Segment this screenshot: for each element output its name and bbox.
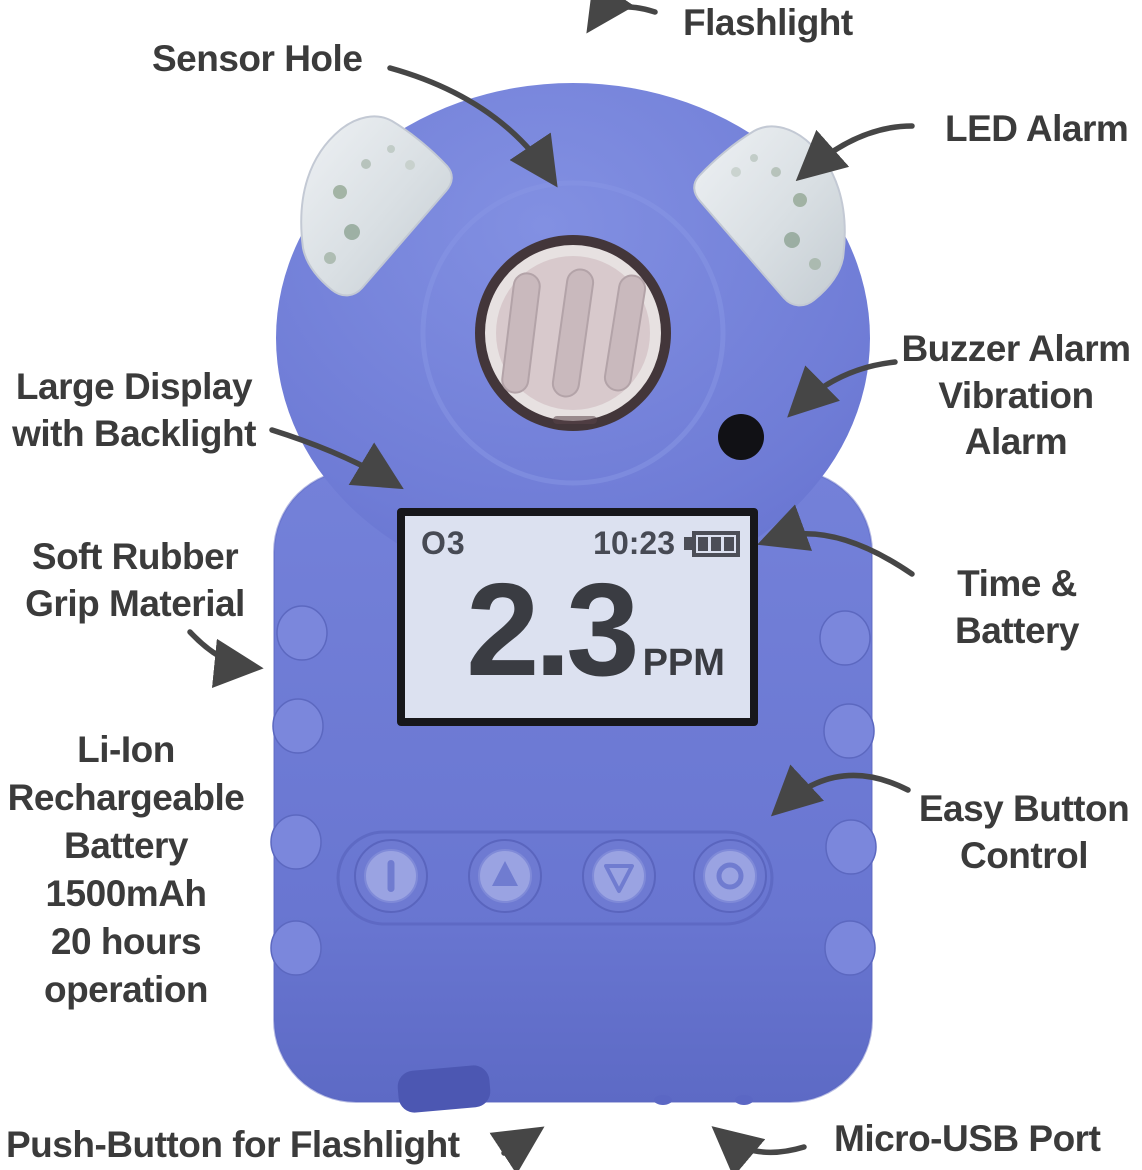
arrow-up-icon (492, 861, 518, 886)
lcd-status-right: 10:23 (593, 525, 740, 562)
arrow-sensor-hole (387, 65, 558, 188)
label-soft-rubber-grip: Soft Rubber Grip Material (25, 536, 245, 624)
annotation-arrows (187, 0, 915, 1170)
sensor-hole-icon (475, 235, 671, 431)
clock-readout: 10:23 (593, 525, 675, 561)
grip-bumps-right (819, 610, 877, 976)
gas-value-readout: 2.3 (466, 556, 639, 703)
button-up (468, 839, 542, 913)
arrow-down-icon (604, 864, 634, 893)
arrow-push-button (489, 1126, 545, 1170)
battery-icon (684, 530, 740, 557)
flashlight-push-tab (397, 1065, 491, 1113)
grip-bumps-left (270, 605, 328, 976)
label-push-button-flashlight: Push-Button for Flashlight (6, 1124, 460, 1165)
button-circle (693, 839, 767, 913)
label-battery-info: Li-Ion Rechargeable Battery 1500mAh 20 h… (7, 729, 245, 1011)
bottom-nub (735, 1095, 753, 1105)
label-time-battery: Time & Battery (955, 563, 1080, 651)
arrow-buzzer (787, 359, 898, 418)
flashlight-lens-left-icon (300, 115, 453, 297)
gas-type-readout: O3 (421, 525, 466, 561)
arrow-soft-rubber (187, 629, 264, 689)
label-micro-usb-port: Micro-USB Port (834, 1118, 1101, 1159)
lcd-status-row: O3 10:23 (421, 525, 740, 562)
label-sensor-hole: Sensor Hole (152, 38, 363, 79)
arrow-flashlight (586, 0, 658, 34)
button-recess (336, 830, 774, 926)
arrow-led-alarm (795, 123, 915, 182)
label-large-display: Large Display with Backlight (12, 366, 256, 454)
arrow-large-display (269, 427, 404, 490)
lcd-display: O3 10:23 2.3 PPM (397, 508, 758, 726)
sensor-bezel-ridge (420, 180, 726, 486)
power-icon (387, 860, 395, 892)
button-down (582, 839, 656, 913)
lcd-reading: 2.3 PPM (423, 564, 768, 696)
circle-icon (716, 862, 744, 890)
arrow-easy-button (770, 764, 911, 817)
arrow-time-battery (757, 504, 915, 577)
label-flashlight: Flashlight (683, 2, 853, 43)
buzzer-hole-icon (718, 414, 764, 460)
button-power (354, 839, 428, 913)
arrow-micro-usb (711, 1126, 807, 1170)
label-led-alarm: LED Alarm (945, 108, 1129, 149)
gas-unit-label: PPM (642, 642, 725, 684)
label-easy-button-control: Easy Button Control (918, 788, 1130, 876)
bottom-nub (654, 1095, 672, 1105)
label-buzzer-vibration-alarm: Buzzer Alarm Vibration Alarm (901, 328, 1131, 463)
